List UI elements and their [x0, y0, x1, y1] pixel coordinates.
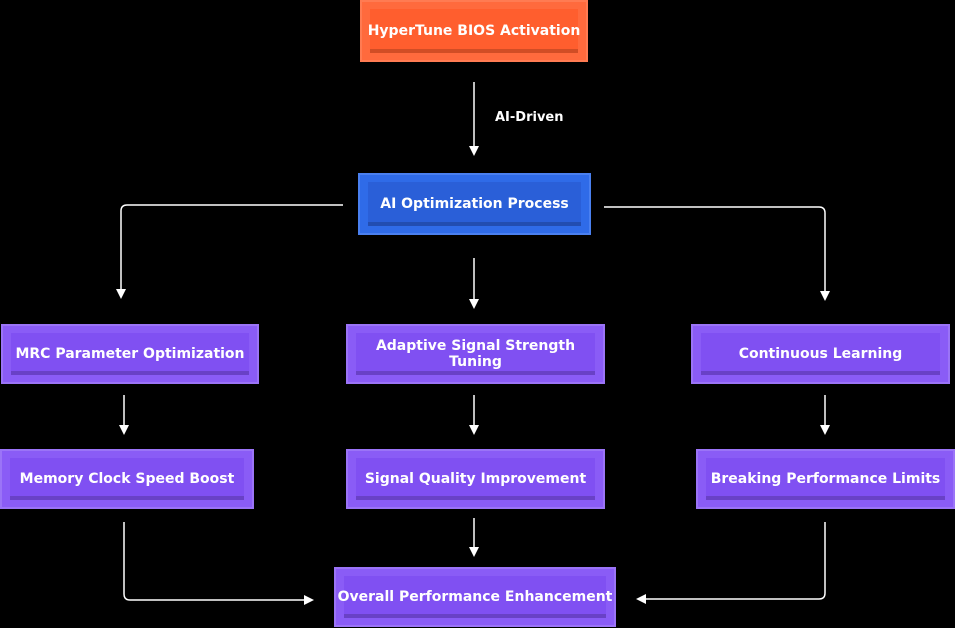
- node-adaptive-signal: Adaptive Signal Strength Tuning: [346, 324, 605, 384]
- node-breaking-limits: Breaking Performance Limits: [696, 449, 955, 509]
- node-label: Breaking Performance Limits: [710, 471, 941, 487]
- node-overall-performance: Overall Performance Enhancement: [334, 567, 616, 627]
- node-mrc-parameter: MRC Parameter Optimization: [1, 324, 259, 384]
- node-continuous-learning: Continuous Learning: [691, 324, 950, 384]
- node-label: MRC Parameter Optimization: [15, 346, 245, 362]
- node-label: Overall Performance Enhancement: [337, 589, 613, 605]
- node-label: Adaptive Signal Strength Tuning: [375, 338, 576, 370]
- node-label: AI Optimization Process: [380, 196, 569, 212]
- node-label: Memory Clock Speed Boost: [19, 471, 235, 487]
- node-bios-activation: HyperTune BIOS Activation: [360, 0, 588, 62]
- node-ai-optimization: AI Optimization Process: [358, 173, 591, 235]
- edge-ai-to-learning: [604, 206, 830, 301]
- node-signal-quality: Signal Quality Improvement: [346, 449, 605, 509]
- edge-limits-to-overall: [636, 522, 826, 604]
- edge-label-ai-driven: AI-Driven: [495, 110, 564, 125]
- edge-ai-to-mrc: [116, 204, 343, 299]
- node-label: HyperTune BIOS Activation: [367, 23, 581, 39]
- node-label: Continuous Learning: [738, 346, 903, 362]
- node-memory-clock: Memory Clock Speed Boost: [0, 449, 254, 509]
- node-label: Signal Quality Improvement: [364, 471, 587, 487]
- edge-memory-to-overall: [123, 522, 314, 605]
